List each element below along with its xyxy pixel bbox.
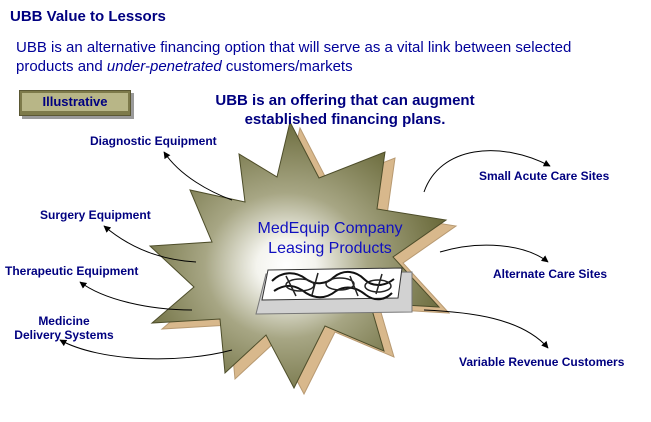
- label-surgery-equipment: Surgery Equipment: [40, 208, 151, 222]
- label-variable-revenue-customers: Variable Revenue Customers: [459, 355, 625, 369]
- arrow-medicine: [59, 339, 233, 360]
- arrow-therapeutic: [79, 281, 193, 311]
- arrow-small-acute: [423, 150, 551, 193]
- illustrative-badge: Illustrative: [19, 90, 131, 116]
- label-medicine-delivery-systems: Medicine Delivery Systems: [14, 314, 114, 342]
- arrow-diagnostic: [163, 151, 233, 201]
- headline: UBB is an offering that can augment esta…: [215, 92, 475, 128]
- intro-text: UBB is an alternative financing option t…: [16, 39, 572, 75]
- starburst: [148, 120, 448, 390]
- center-label: MedEquip Company Leasing Products: [257, 220, 403, 257]
- label-small-acute-care-sites: Small Acute Care Sites: [479, 169, 610, 183]
- page-title: UBB Value to Lessors: [10, 8, 166, 25]
- chain-link-icon: [255, 267, 413, 315]
- arrow-surgery: [103, 225, 197, 263]
- label-therapeutic-equipment: Therapeutic Equipment: [5, 264, 139, 278]
- label-alternate-care-sites: Alternate Care Sites: [493, 267, 608, 281]
- arrow-variable: [423, 309, 549, 349]
- label-diagnostic-equipment: Diagnostic Equipment: [90, 134, 217, 148]
- arrow-alternate: [439, 244, 549, 263]
